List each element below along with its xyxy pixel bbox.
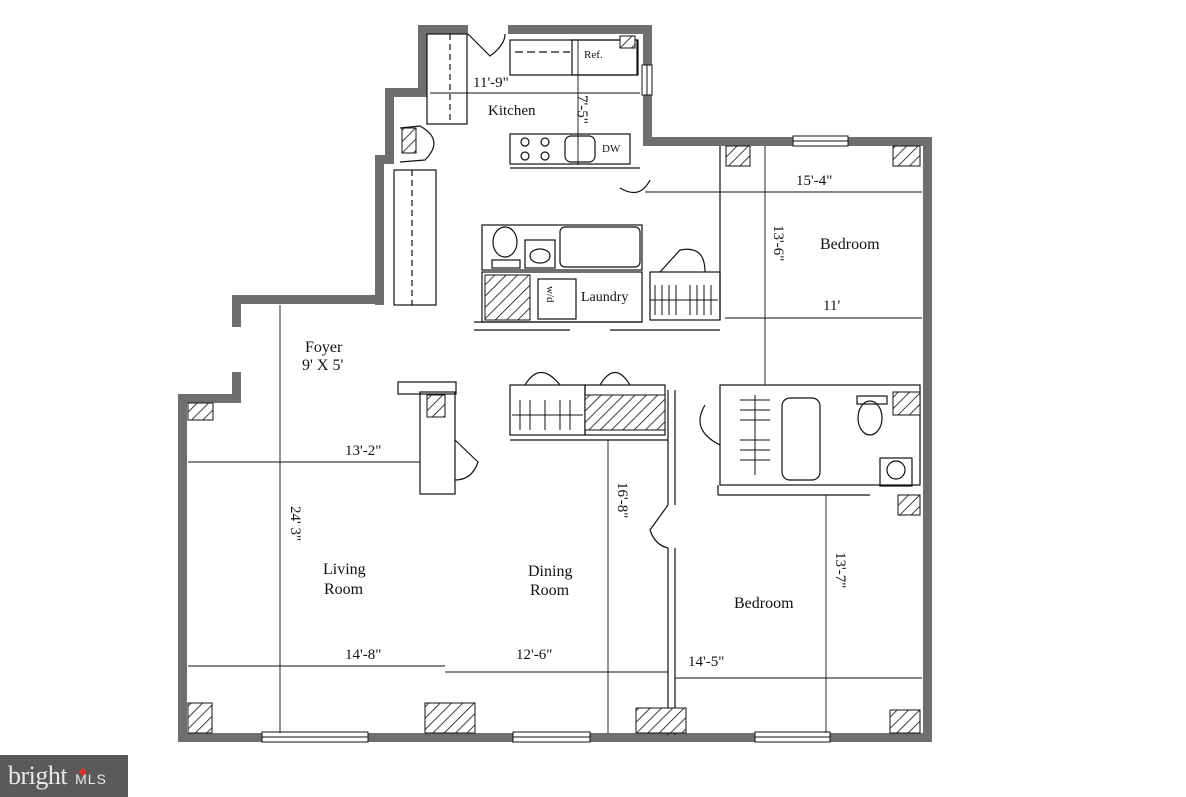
bedroom-2-width-dim: 14'-5" (688, 654, 725, 670)
foyer-size: 9' X 5' (302, 357, 344, 374)
washer-dryer-label: w/d (544, 286, 556, 303)
foyer-living-width-dim: 13'-2" (345, 443, 382, 459)
structural-columns (187, 35, 921, 734)
watermark-brand: bright (8, 761, 68, 790)
living-width-dim: 14'-8" (345, 647, 382, 663)
dishwasher-label: DW (602, 143, 621, 155)
kitchen-label: Kitchen (488, 103, 536, 119)
windows (261, 64, 849, 743)
refrigerator-label: Ref. (584, 49, 603, 61)
bedroom-2-label: Bedroom (734, 595, 794, 612)
bright-mls-watermark: bright MLS (0, 755, 128, 797)
living-room-label-1: Living (323, 561, 366, 578)
bedroom-2-depth-dim: 13'-7" (832, 552, 848, 589)
bedroom-1-inner-dim: 11' (823, 298, 841, 314)
bedroom-1-depth-dim: 13'-6" (770, 225, 786, 262)
bedroom-1-width-dim: 15'-4" (796, 173, 833, 189)
living-room-label-2: Room (324, 581, 364, 598)
foyer-label: Foyer (305, 339, 343, 356)
living-depth-dim: 24' 3" (287, 506, 303, 542)
dining-room-label-1: Dining (528, 563, 573, 580)
kitchen-depth-dim: 7'-5" (574, 95, 590, 124)
dining-depth-dim: 16'-8" (614, 482, 630, 519)
bedroom-1-label: Bedroom (820, 236, 880, 253)
laundry-label: Laundry (581, 290, 629, 305)
dining-room-label-2: Room (530, 582, 570, 599)
exterior-walls (178, 25, 932, 742)
dining-width-dim: 12'-6" (516, 647, 553, 663)
kitchen-width-dim: 11'-9" (473, 75, 509, 91)
